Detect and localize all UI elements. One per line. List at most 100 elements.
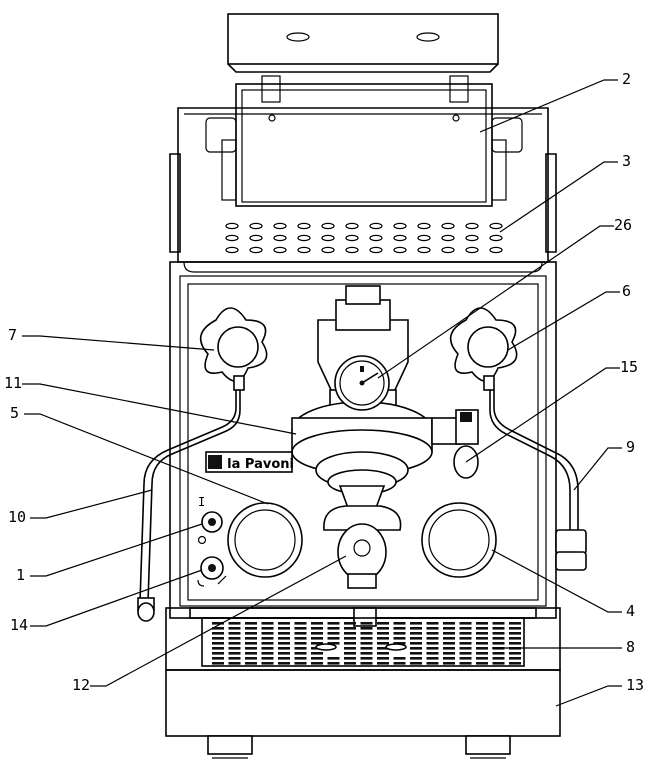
grill-slot [377,652,389,655]
grill-slot [294,627,307,630]
grill-slot [393,662,406,665]
grill-slot [410,632,422,635]
grill-slot [228,622,241,625]
callout-6: 6 [622,282,631,300]
grill-slot [509,632,521,635]
grill-slot [476,627,488,630]
grill-slot [410,637,422,640]
drip-tray [189,607,537,667]
grill-slot [393,637,406,640]
vent-hole [321,246,335,254]
vent-hole [225,246,239,254]
grill-slot [294,637,307,640]
drip-grill [212,622,521,665]
grill-slot [509,662,521,665]
grill-slot [360,657,373,660]
grill-slot [476,647,488,650]
grill-slot [443,632,455,635]
callout-12: 12 [72,676,90,694]
grill-slot [278,637,290,640]
grill-slot [294,642,307,645]
vent-hole [249,222,263,230]
vent-holes [225,222,503,254]
vent-hole [345,234,359,242]
grill-slot [278,632,290,635]
grill-slot [261,622,274,625]
grill-slot [245,637,257,640]
side-valve [431,409,479,479]
grill-slot [261,657,274,660]
callout-26: 26 [614,216,632,234]
callout-10: 10 [8,508,26,526]
grill-slot [459,632,472,635]
grill-slot [492,652,505,655]
grill-slot [327,632,340,635]
callout-labels: 2 3 26 6 7 11 15 5 9 10 1 14 4 8 12 13 [4,70,644,694]
grill-slot [492,627,505,630]
grill-slot [410,662,422,665]
grill-slot [360,632,373,635]
vent-hole [465,234,479,242]
grill-slot [245,632,257,635]
vent-hole [249,234,263,242]
grill-slot [377,647,389,650]
grill-slot [377,642,389,645]
grill-slot [443,622,455,625]
grill-slot [245,627,257,630]
grill-slot [426,647,439,650]
grill-slot [311,622,323,625]
grill-slot [228,652,241,655]
grill-slot [492,632,505,635]
grill-slot [327,657,340,660]
gauge-ring-left [227,502,303,578]
vent-hole [489,222,503,230]
grill-slot [459,662,472,665]
vent-hole [369,222,383,230]
vent-hole [273,234,287,242]
grill-slot [344,662,356,665]
grill-slot [360,662,373,665]
grill-slot [509,642,521,645]
grill-slot [393,642,406,645]
grill-slot [410,642,422,645]
grill-slot [311,632,323,635]
knob-left [199,307,268,391]
grill-slot [261,632,274,635]
grill-slot [393,632,406,635]
grill-slot [360,637,373,640]
grill-slot [426,637,439,640]
water-tank [221,75,507,207]
grill-slot [393,622,406,625]
grill-slot [245,647,257,650]
callout-15: 15 [620,358,638,376]
grill-slot [492,637,505,640]
grill-slot [311,657,323,660]
grill-slot [212,637,224,640]
grill-slot [294,662,307,665]
grill-slot [443,642,455,645]
pressure-gauge [334,355,390,411]
callout-11: 11 [4,374,22,392]
vent-hole [225,234,239,242]
grill-slot [212,662,224,665]
grill-slot [459,647,472,650]
grill-slot [212,647,224,650]
grill-slot [459,652,472,655]
vent-hole [321,234,335,242]
top-lid [227,13,499,73]
grill-slot [476,622,488,625]
grill-slot [228,662,241,665]
callout-2: 2 [622,70,631,88]
grill-slot [327,637,340,640]
grill-slot [261,652,274,655]
grill-slot [344,642,356,645]
vent-hole [489,246,503,254]
grill-slot [410,622,422,625]
grill-slot [212,622,224,625]
vent-hole [345,222,359,230]
grill-slot [278,647,290,650]
grill-slot [443,647,455,650]
grill-slot [261,642,274,645]
vent-hole [393,234,407,242]
